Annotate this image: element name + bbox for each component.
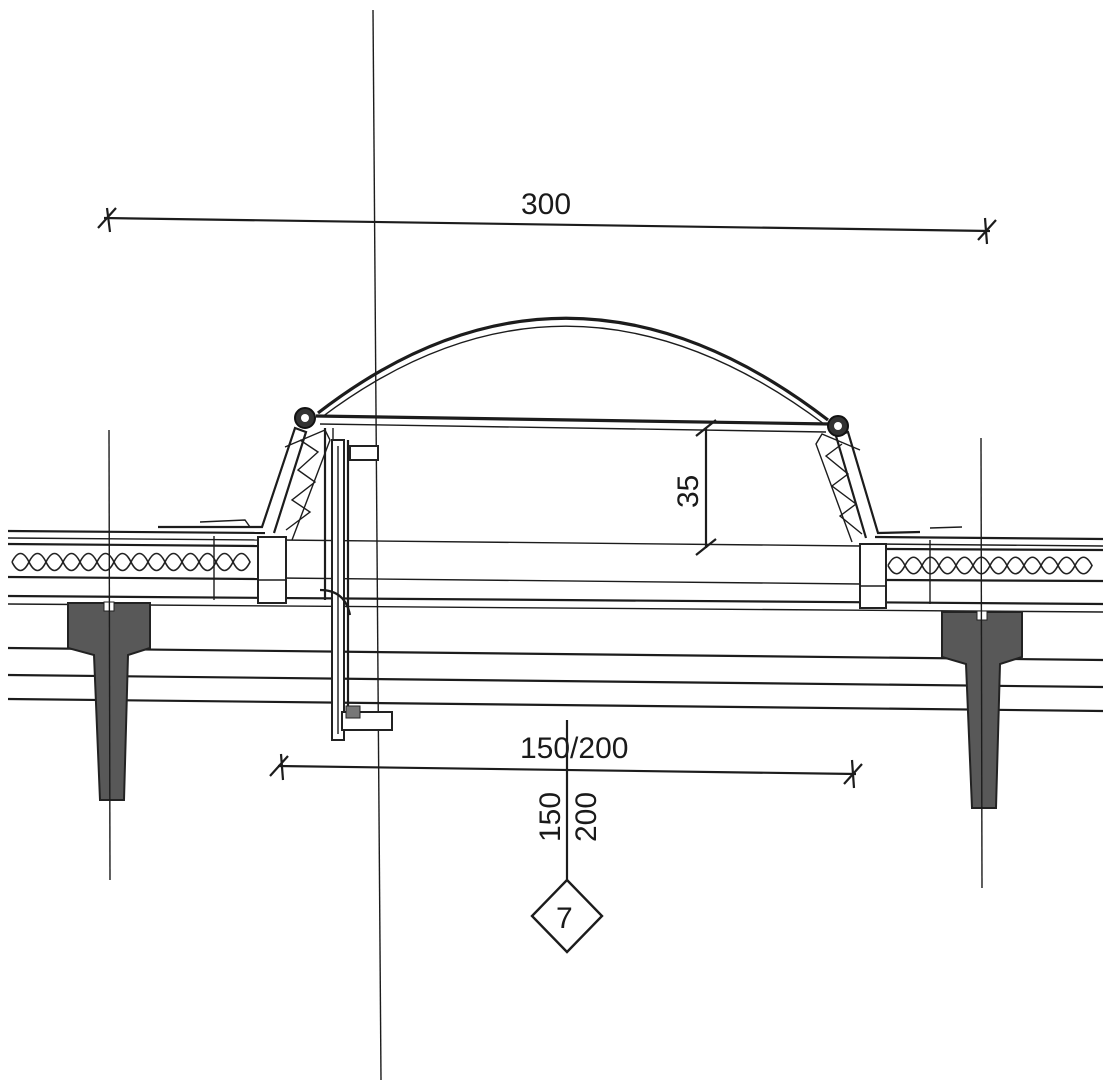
insulation-loop <box>130 552 149 572</box>
roof-layers <box>7 529 1103 713</box>
insulation-loop <box>79 552 98 572</box>
insulation-loop <box>215 552 234 572</box>
insulation-right <box>887 556 1093 575</box>
insulation-loop <box>181 552 200 572</box>
skylight-dome <box>294 316 849 437</box>
opening-width-label: 150/200 <box>520 732 628 765</box>
insulation-loop <box>147 552 166 572</box>
insulation-loop <box>1074 556 1093 575</box>
insulation-loop <box>45 552 64 572</box>
overall-width-dimension: 300 <box>97 188 997 245</box>
insulation-loop <box>938 556 957 575</box>
insulation-loop <box>96 552 115 572</box>
upstand-height-label: 35 <box>672 475 705 508</box>
insulation-loop <box>164 552 183 572</box>
insulation-loop <box>28 552 47 572</box>
vertical-reference-line <box>372 9 382 1081</box>
insulation-left <box>11 552 251 572</box>
opening-vertical-label-top: 150 <box>534 792 567 842</box>
insulation-loop <box>887 556 906 575</box>
insulation-loop <box>1023 556 1042 575</box>
section-marker: 7 <box>530 878 604 954</box>
insulation-loop <box>955 556 974 575</box>
overall-width-label: 300 <box>521 188 571 221</box>
insulation-loop <box>232 552 251 572</box>
kerb-right <box>815 430 963 609</box>
insulation-loop <box>62 552 81 572</box>
insulation-loop <box>113 552 132 572</box>
opening-vertical-label-bottom: 200 <box>570 792 603 842</box>
section-marker-label: 7 <box>556 902 573 935</box>
upstand-height-dimension: 35 <box>672 419 717 556</box>
insulation-loop <box>989 556 1008 575</box>
concrete-beam-right <box>941 437 1023 889</box>
concrete-beam-left <box>67 429 151 881</box>
insulation-loop <box>1057 556 1076 575</box>
insulation-loop <box>904 556 923 575</box>
insulation-loop <box>1040 556 1059 575</box>
kerb-left <box>158 426 334 604</box>
insulation-loop <box>1006 556 1025 575</box>
window-actuator <box>319 439 393 741</box>
insulation-loop <box>11 552 30 572</box>
